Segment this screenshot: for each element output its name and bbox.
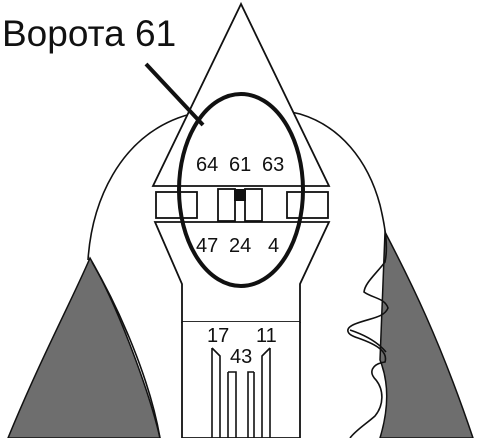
gate-63-label: 63: [262, 154, 284, 176]
right-shoulder-shape: [379, 229, 474, 438]
pointer-line: [144, 62, 205, 127]
highlight-ellipse: [177, 92, 305, 288]
gate-17-label: 17: [207, 325, 229, 347]
right-side-rectangle: [286, 191, 329, 219]
inner-right-box: [244, 188, 263, 222]
gate-43-label: 43: [230, 346, 252, 368]
gate-61-channel-mark: [234, 189, 246, 201]
throat-center-channel: [227, 371, 255, 438]
inner-left-box: [217, 188, 236, 222]
gate-47-label: 47: [196, 235, 218, 257]
gate-title: Ворота 61: [2, 13, 176, 54]
gate-24-label: 24: [229, 235, 251, 257]
gate-11-label: 11: [256, 325, 277, 347]
throat-left-channel: [211, 347, 221, 438]
left-side-rectangle: [155, 191, 198, 219]
gate-64-label: 64: [196, 154, 218, 176]
throat-center-shape: [181, 322, 301, 438]
gate-61-label: 61: [229, 154, 251, 176]
throat-right-channel: [261, 347, 271, 438]
mouth-line: [349, 329, 387, 353]
gate-4-label: 4: [268, 235, 279, 257]
chin-line: [91, 261, 161, 438]
left-shoulder-shape: [7, 256, 161, 438]
